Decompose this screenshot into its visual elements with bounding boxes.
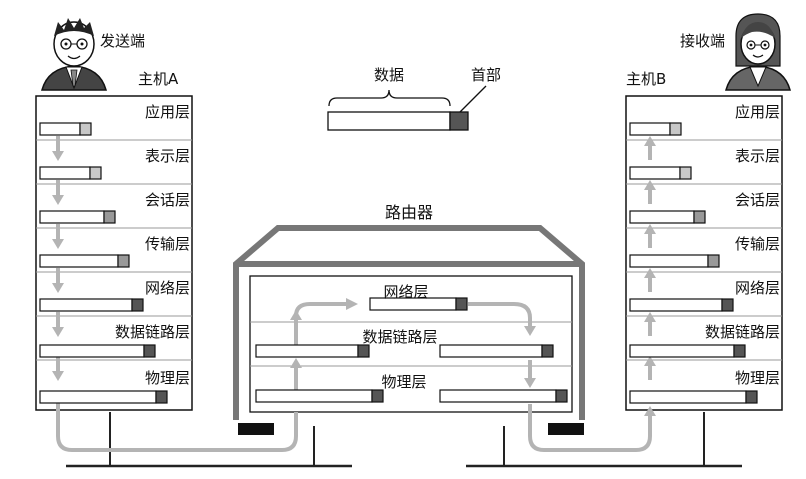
host-b-packet-6-data [629, 344, 735, 358]
host-a-layer-6-label: 数据链路层 [115, 323, 190, 341]
router-physical-packet-out-header [555, 389, 568, 403]
host-a-layer-3-label: 会话层 [145, 191, 190, 209]
router-datalink-layer-label: 数据链路层 [362, 328, 437, 346]
host-b-label: 主机B [626, 70, 666, 88]
router: 路由器 [233, 203, 585, 435]
legend-header-label: 首部 [471, 66, 501, 84]
host-a-stack [35, 95, 193, 411]
host-a-layer-1-label: 应用层 [145, 103, 190, 121]
router-layer-labels: 网络层 数据链路层 物理层 [362, 283, 437, 391]
host-b-layer-3-label: 会话层 [735, 191, 780, 209]
host-b-packet-5-data [629, 298, 723, 312]
host-b-layer-6-label: 数据链路层 [705, 323, 780, 341]
router-datalink-packet-out-data [439, 344, 543, 358]
host-b-packet-1-data [629, 122, 671, 136]
host-b-layer-1-label: 应用层 [735, 103, 780, 121]
host-b-packet-3-header [693, 210, 706, 224]
router-port-right [548, 423, 584, 435]
host-a-packet-2-data [39, 166, 91, 180]
host-a-packet-6-header [143, 344, 156, 358]
host-a-layer-labels: 应用层 表示层 会话层 传输层 网络层 数据链路层 物理层 [115, 103, 190, 387]
router-physical-packet-in-data [255, 389, 373, 403]
router-title: 路由器 [385, 203, 433, 222]
router-network-layer-label: 网络层 [383, 283, 428, 301]
router-datalink-packet-out-header [541, 344, 554, 358]
flow-arrowheads [52, 136, 656, 416]
host-b-packet-6-header [733, 344, 746, 358]
host-a-packet-4-header [117, 254, 130, 268]
host-a-layer-5-label: 网络层 [145, 279, 190, 297]
packets [39, 122, 758, 404]
router-physical-layer-label: 物理层 [381, 373, 426, 391]
router-physical-packet-out-data [439, 389, 557, 403]
receiver-label: 接收端 [680, 32, 725, 50]
router-datalink-packet-in-data [255, 344, 359, 358]
host-b-packet-3-data [629, 210, 695, 224]
legend-header-box [449, 111, 469, 131]
host-b-packet-4-header [707, 254, 720, 268]
legend: 数据 首部 [327, 66, 501, 131]
host-b-layer-7-label: 物理层 [735, 369, 780, 387]
host-b-layer-5-label: 网络层 [735, 279, 780, 297]
router-physical-packet-in-header [371, 389, 384, 403]
receiver-person-icon [725, 13, 791, 91]
host-a-packet-5-data [39, 298, 133, 312]
router-port-left [238, 423, 274, 435]
host-a-packet-4-data [39, 254, 119, 268]
host-a-packet-3-header [103, 210, 116, 224]
host-b-layer-labels: 应用层 表示层 会话层 传输层 网络层 数据链路层 物理层 [705, 103, 780, 387]
legend-data-label: 数据 [374, 66, 404, 84]
host-a-packet-3-data [39, 210, 105, 224]
host-a-label: 主机A [138, 70, 179, 88]
host-b-packet-2-header [679, 166, 692, 180]
host-b-packet-1-header [669, 122, 682, 136]
host-a-packet-1-data [39, 122, 81, 136]
host-a-layer-2-label: 表示层 [145, 147, 190, 165]
host-a-packet-6-data [39, 344, 145, 358]
host-a-packet-7-header [155, 390, 168, 404]
host-a-packet-5-header [131, 298, 144, 312]
router-datalink-packet-in-header [357, 344, 370, 358]
host-a-layer-4-label: 传输层 [145, 235, 190, 253]
host-b-packet-7-data [629, 390, 747, 404]
sender-label: 发送端 [100, 32, 145, 50]
host-b-packet-5-header [721, 298, 734, 312]
host-a-packet-2-header [89, 166, 102, 180]
host-b-packet-4-data [629, 254, 709, 268]
host-b-packet-2-data [629, 166, 681, 180]
host-b-layer-2-label: 表示层 [735, 147, 780, 165]
sender-person-icon [41, 18, 107, 91]
host-a-packet-1-header [79, 122, 92, 136]
network-lines [66, 412, 742, 468]
router-network-packet-header [455, 297, 468, 311]
host-b-layer-4-label: 传输层 [735, 235, 780, 253]
host-a-packet-7-data [39, 390, 157, 404]
legend-data-box [327, 111, 451, 131]
host-a-layer-7-label: 物理层 [145, 369, 190, 387]
host-b-packet-7-header [745, 390, 758, 404]
